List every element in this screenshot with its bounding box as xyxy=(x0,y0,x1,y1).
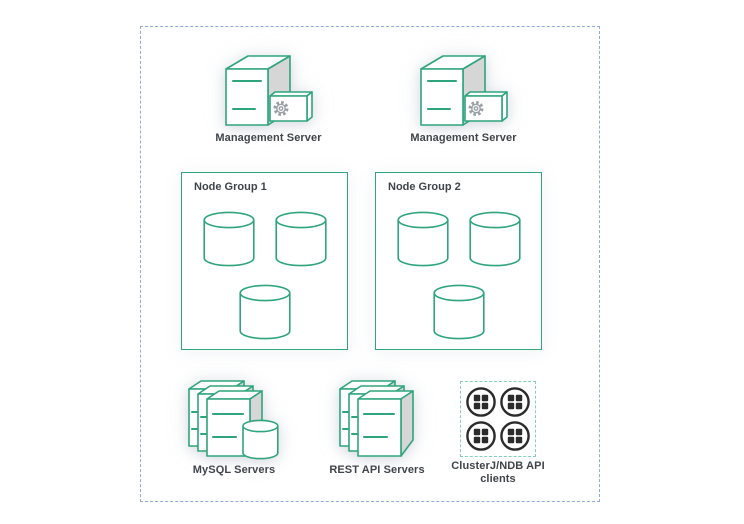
stacked-servers-database-icon xyxy=(187,377,281,461)
api-client-icon xyxy=(465,386,497,418)
node-group-2-label: Node Group 2 xyxy=(388,181,461,193)
api-client-icon xyxy=(499,386,531,418)
data-node-icon xyxy=(275,211,327,267)
management-server-2-label: Management Server xyxy=(410,132,517,144)
mysql-servers-label: MySQL Servers xyxy=(192,464,276,476)
data-node-icon xyxy=(397,211,449,267)
api-clients-boundary xyxy=(460,381,536,457)
data-node-icon xyxy=(239,284,291,340)
stacked-servers-icon xyxy=(338,377,416,459)
management-server-1-label: Management Server xyxy=(215,132,322,144)
mysql-servers-block: MySQL Servers xyxy=(174,377,294,477)
node-group-2: Node Group 2 xyxy=(375,172,542,350)
node-group-1: Node Group 1 xyxy=(181,172,348,350)
rest-api-servers-label: REST API Servers xyxy=(329,464,425,476)
cluster-boundary: Management Server Management Server Node… xyxy=(140,26,600,502)
data-node-icon xyxy=(203,211,255,267)
data-node-icon xyxy=(433,284,485,340)
rest-api-servers-block: REST API Servers xyxy=(317,377,437,477)
server-gear-icon xyxy=(224,51,314,129)
api-clients-block: ClusterJ/NDB API clients xyxy=(447,381,549,486)
api-clients-label: ClusterJ/NDB API clients xyxy=(451,460,545,485)
management-server-2: Management Server xyxy=(396,51,531,145)
management-server-1: Management Server xyxy=(201,51,336,145)
data-node-icon xyxy=(469,211,521,267)
api-client-icon xyxy=(465,420,497,452)
node-group-1-label: Node Group 1 xyxy=(194,181,267,193)
api-client-icon xyxy=(499,420,531,452)
server-gear-icon xyxy=(419,51,509,129)
